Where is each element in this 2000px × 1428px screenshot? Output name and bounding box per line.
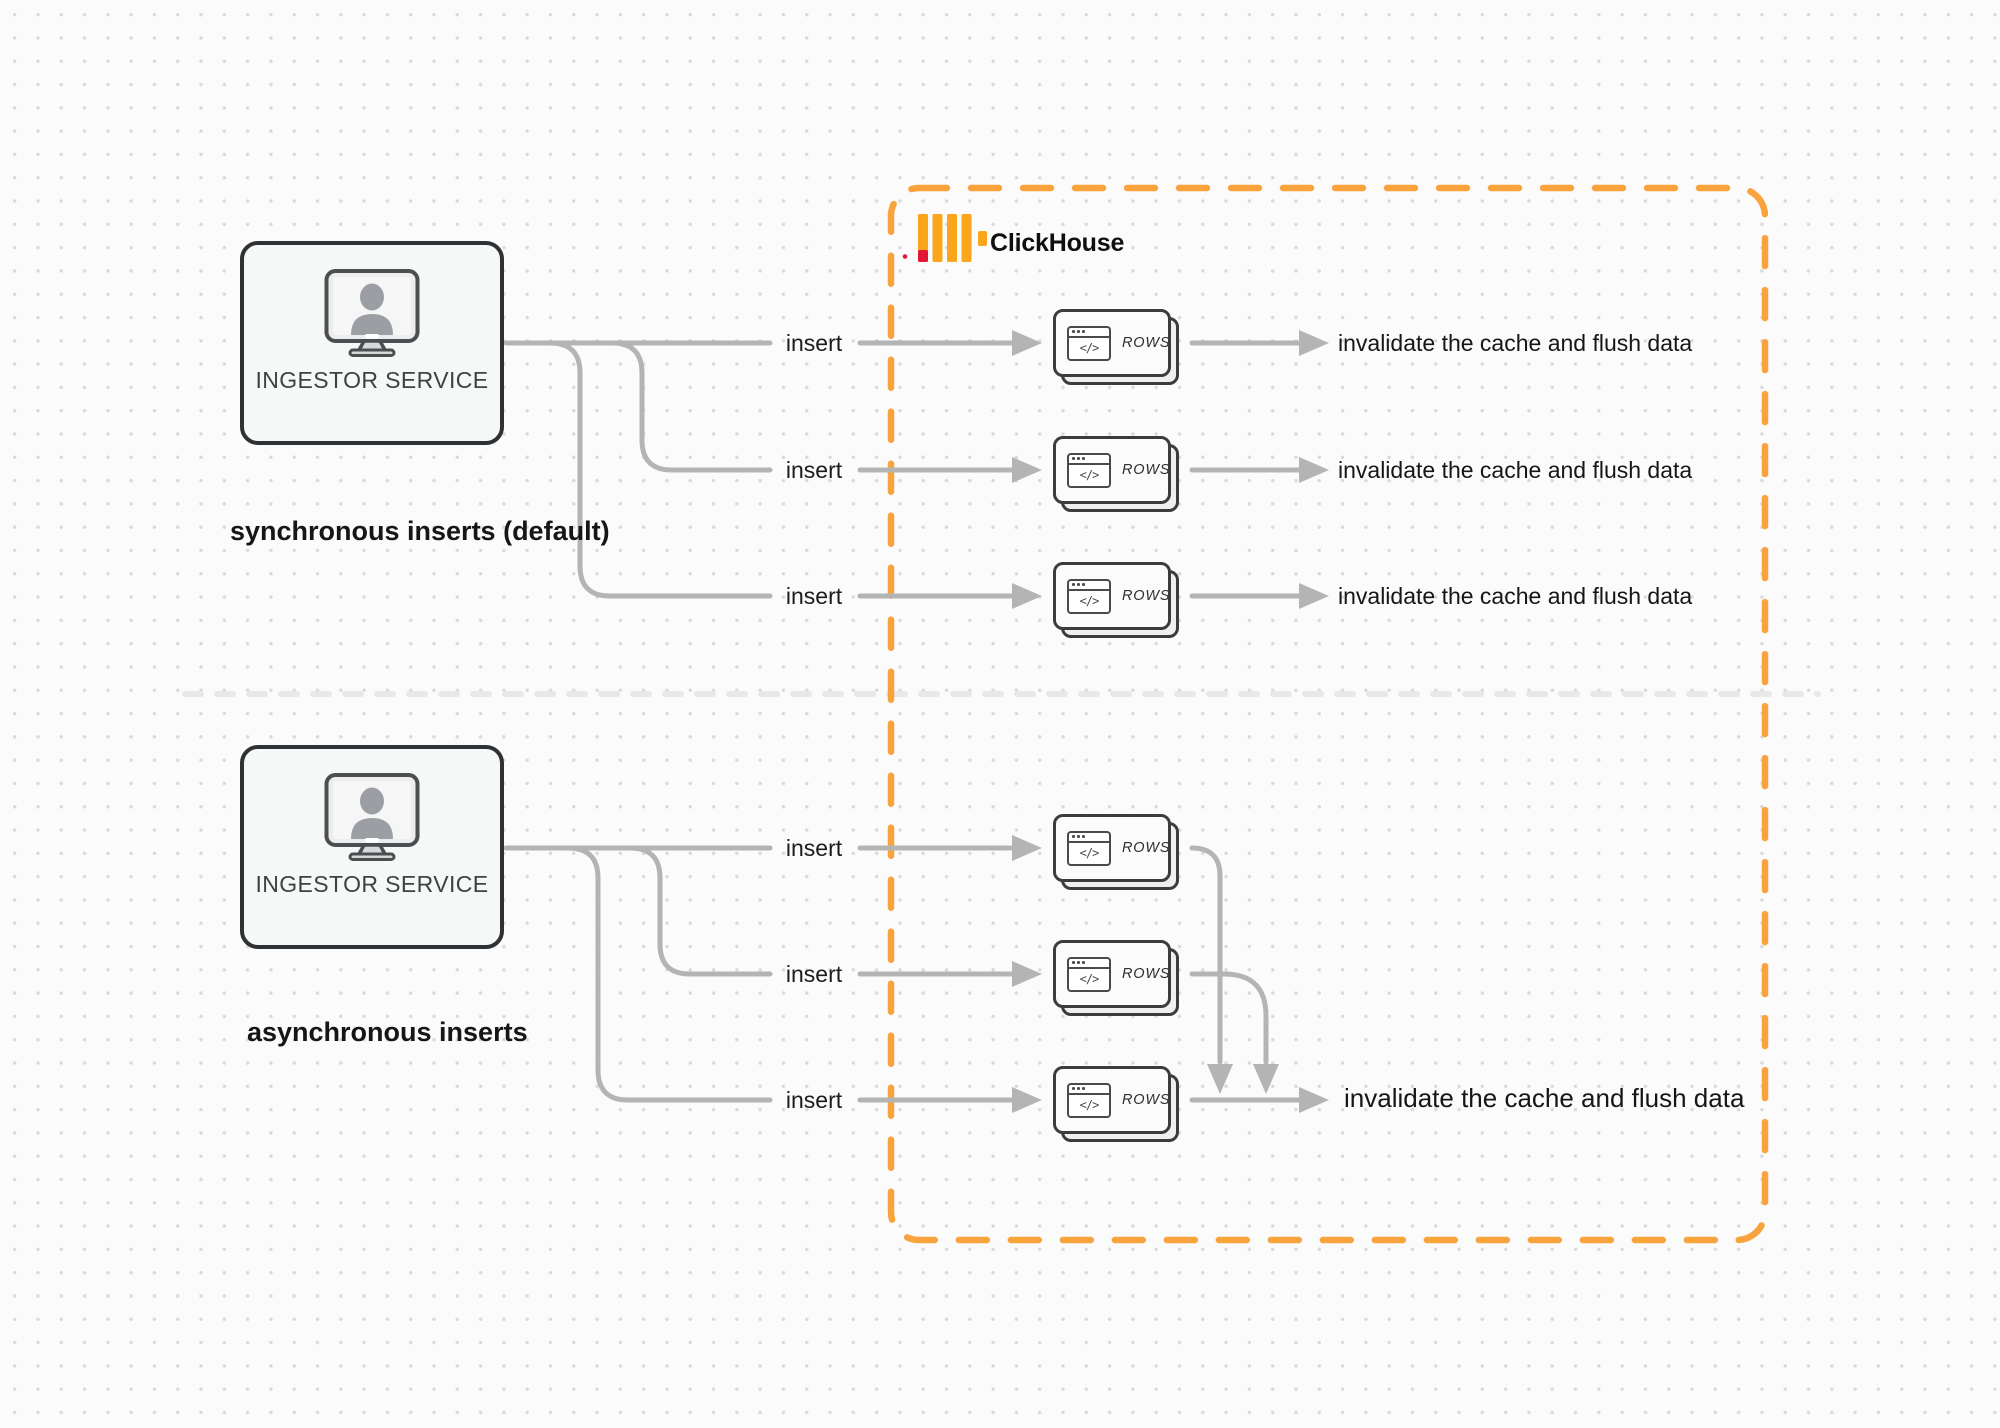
logo-red-dot <box>902 254 908 259</box>
rows-label: ROWS <box>1122 462 1171 478</box>
rows-table-icon-sync-3: </> ROWS <box>1053 562 1179 638</box>
rows-card-front: </> ROWS <box>1053 562 1171 630</box>
invalidate-label-sync-2: invalidate the cache and flush data <box>1338 457 1693 483</box>
insert-label-sync-1: insert <box>785 330 843 356</box>
code-window-icon: </> <box>1067 325 1111 361</box>
ingestor-service-label: INGESTOR SERVICE <box>255 367 489 393</box>
rows-label: ROWS <box>1122 335 1171 351</box>
insert-label-sync-3: insert <box>785 583 843 609</box>
arrowhead-sync-row1 <box>1012 330 1042 356</box>
caption-synchronous-inserts: synchronous inserts (default) <box>230 516 610 546</box>
code-window-icon: </> <box>1067 956 1111 992</box>
arrowhead-sync-out3 <box>1299 583 1329 609</box>
code-window-icon: </> <box>1067 830 1111 866</box>
async-row3-branch <box>565 845 773 1103</box>
code-window-icon: </> <box>1067 452 1111 488</box>
caption-asynchronous-inserts: asynchronous inserts <box>247 1017 528 1047</box>
rows-card-front: </> ROWS <box>1053 436 1171 504</box>
ingestor-service-box-sync: INGESTOR SERVICE <box>240 241 504 445</box>
rows-label: ROWS <box>1122 966 1171 982</box>
rows-table-icon-async-3: </> ROWS <box>1053 1066 1179 1142</box>
async-row2-merge-line <box>1189 971 1269 1065</box>
logo-bar-3 <box>947 214 957 262</box>
insert-label-async-3: insert <box>785 1087 843 1113</box>
arrowhead-sync-row3 <box>1012 583 1042 609</box>
rows-card-front: </> ROWS <box>1053 309 1171 377</box>
rows-label: ROWS <box>1122 588 1171 604</box>
rows-table-icon-async-1: </> ROWS <box>1053 814 1179 890</box>
logo-bar-1-red <box>918 250 928 262</box>
ingestor-service-label: INGESTOR SERVICE <box>255 871 489 897</box>
rows-label: ROWS <box>1122 840 1171 856</box>
invalidate-label-async: invalidate the cache and flush data <box>1344 1083 1745 1113</box>
insert-label-async-1: insert <box>785 835 843 861</box>
logo-bar-short <box>978 231 987 246</box>
invalidate-label-sync-1: invalidate the cache and flush data <box>1338 330 1693 356</box>
clickhouse-logo-icon <box>902 214 987 262</box>
logo-bar-4 <box>961 214 972 262</box>
arrowhead-sync-out1 <box>1299 330 1329 356</box>
logo-bar-2 <box>932 214 943 262</box>
rows-card-front: </> ROWS <box>1053 940 1171 1008</box>
invalidate-label-sync-3: invalidate the cache and flush data <box>1338 583 1693 609</box>
code-window-icon: </> <box>1067 1082 1111 1118</box>
insert-label-sync-2: insert <box>785 457 843 483</box>
rows-table-icon-sync-2: </> ROWS <box>1053 436 1179 512</box>
arrowhead-async-row3 <box>1012 1087 1042 1113</box>
arrowhead-async-row1 <box>1012 835 1042 861</box>
async-row1-merge-line <box>1189 845 1223 1065</box>
monitor-user-icon <box>324 269 420 357</box>
arrowhead-merge-right <box>1253 1064 1279 1094</box>
clickhouse-title: ClickHouse <box>990 229 1125 257</box>
sync-row3-branch <box>547 340 773 599</box>
monitor-user-icon <box>324 773 420 861</box>
sync-row2-branch <box>609 340 773 473</box>
arrowhead-sync-out2 <box>1299 457 1329 483</box>
async-row2-branch <box>627 845 773 977</box>
rows-card-front: </> ROWS <box>1053 814 1171 882</box>
arrowhead-async-out <box>1299 1087 1329 1113</box>
rows-table-icon-async-2: </> ROWS <box>1053 940 1179 1016</box>
ingestor-service-box-async: INGESTOR SERVICE <box>240 745 504 949</box>
code-window-icon: </> <box>1067 578 1111 614</box>
clickhouse-boundary-box <box>887 184 1769 1244</box>
logo-bar-1 <box>918 214 928 251</box>
arrowhead-async-row2 <box>1012 961 1042 987</box>
insert-label-async-2: insert <box>785 961 843 987</box>
arrowhead-merge-left <box>1207 1064 1233 1094</box>
arrowhead-sync-row2 <box>1012 457 1042 483</box>
rows-card-front: </> ROWS <box>1053 1066 1171 1134</box>
rows-table-icon-sync-1: </> ROWS <box>1053 309 1179 385</box>
rows-label: ROWS <box>1122 1092 1171 1108</box>
